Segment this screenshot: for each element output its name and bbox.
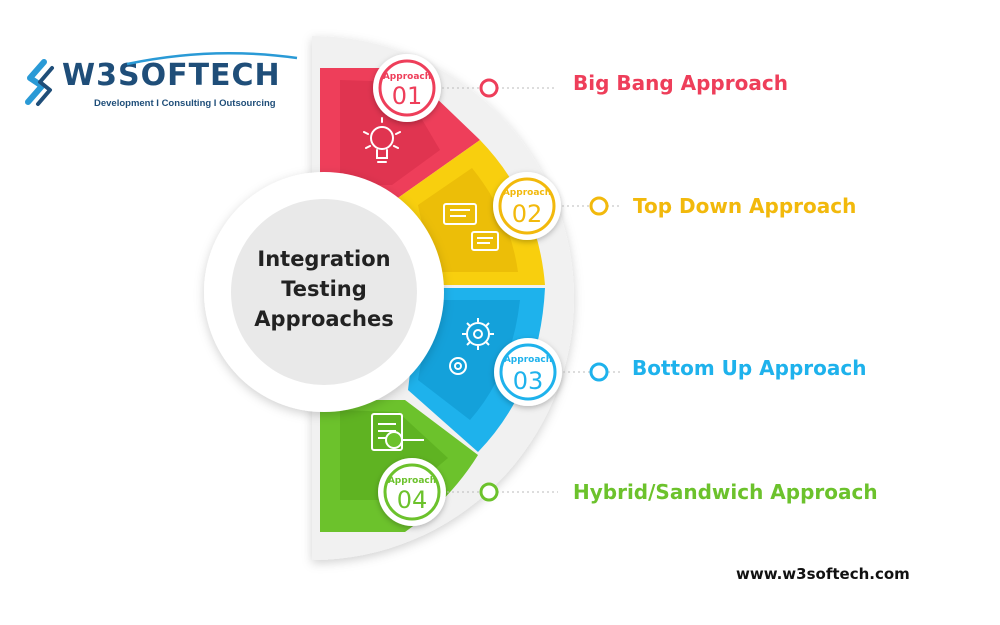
badge-01: Approach 01 (373, 54, 441, 122)
badge-01-word: Approach (383, 72, 431, 82)
center-title-line3: Approaches (254, 307, 393, 331)
connector-dot-03 (589, 362, 609, 382)
logo-swoosh-icon (126, 51, 298, 66)
badge-02-word: Approach (503, 188, 551, 198)
badge-02: Approach 02 (493, 172, 561, 240)
wedge-2-shade (418, 168, 518, 272)
approach-label-02: Top Down Approach (633, 194, 857, 218)
center-circle-inner (231, 199, 417, 385)
gears-icon (449, 318, 494, 375)
badge-01-number: 01 (392, 82, 423, 110)
center-title-line2: Testing (281, 277, 367, 301)
connector-dot-02 (589, 196, 609, 216)
logo-mark-icon (25, 59, 54, 106)
wedge-3-shade (418, 300, 520, 420)
w3softech-logo: W3SOFTECH Development I Consulting I Out… (22, 51, 298, 118)
badge-03-word: Approach (504, 355, 552, 365)
website-url: www.w3softech.com (736, 565, 910, 583)
badge-04-number: 04 (397, 486, 428, 514)
chat-bubbles-icon (443, 203, 499, 251)
logo-wordmark: W3SOFTECH (62, 58, 281, 93)
badge-04: Approach 04 (378, 458, 446, 526)
badge-03-number: 03 (513, 367, 544, 395)
approach-label-04: Hybrid/Sandwich Approach (573, 480, 878, 504)
logo-tagline: Development I Consulting I Outsourcing (94, 98, 276, 109)
badge-02-number: 02 (512, 200, 543, 228)
lightbulb-icon (363, 117, 401, 163)
wedge-1-shade (340, 80, 440, 185)
center-title-line1: Integration (257, 247, 390, 271)
badge-03: Approach 03 (494, 338, 562, 406)
badge-04-word: Approach (388, 476, 436, 486)
document-search-icon (371, 413, 424, 451)
connector-dot-04 (479, 482, 499, 502)
approach-label-01: Big Bang Approach (573, 71, 788, 95)
connector-dot-01 (479, 78, 499, 98)
approach-label-03: Bottom Up Approach (632, 356, 867, 380)
